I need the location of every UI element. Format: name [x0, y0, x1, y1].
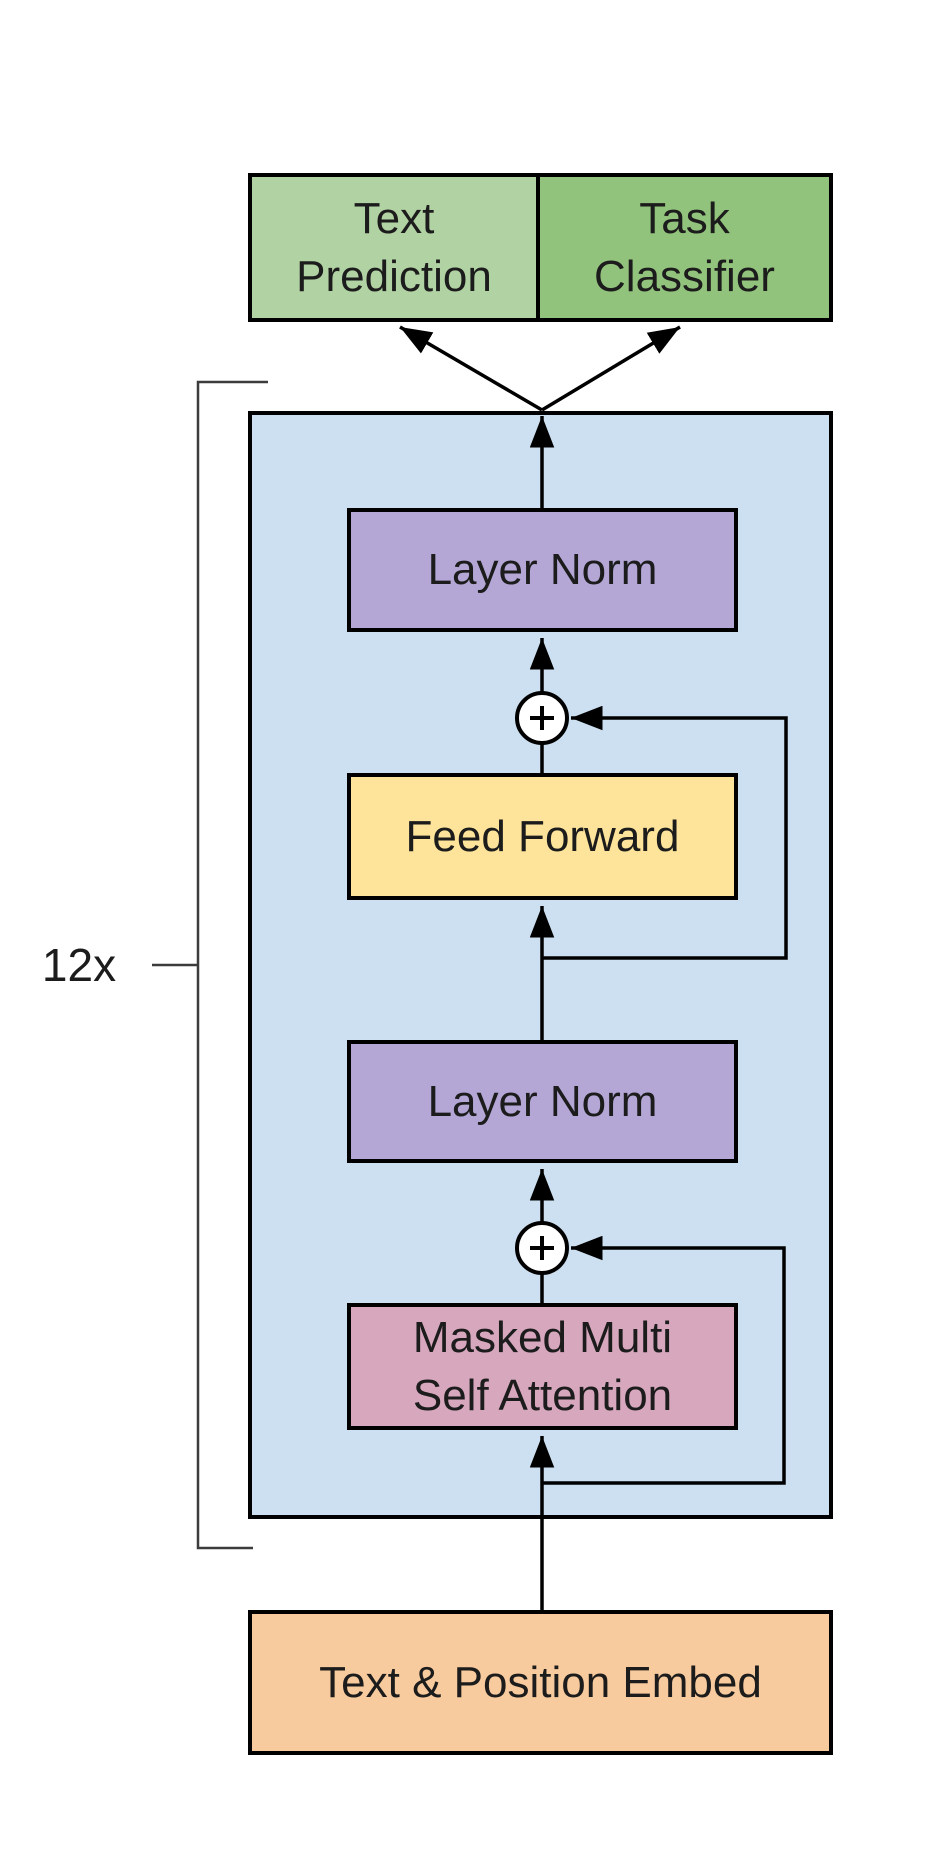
task-classifier-label: Task Classifier — [594, 194, 775, 301]
task-classifier-box: Task Classifier — [540, 173, 833, 322]
plus-glyph — [530, 1236, 554, 1260]
embed-box: Text & Position Embed — [248, 1610, 833, 1755]
arrow-to-task-classifier — [541, 325, 681, 412]
residual-connection-attention — [542, 1235, 786, 1485]
layer-norm-top-label: Layer Norm — [427, 545, 658, 595]
feed-forward-box: Feed Forward — [347, 773, 738, 900]
residual-connection-feedforward — [542, 705, 788, 960]
masked-attention-box: Masked Multi Self Attention — [347, 1303, 738, 1430]
embed-label: Text & Position Embed — [319, 1657, 762, 1707]
layer-norm-bottom-box: Layer Norm — [347, 1040, 738, 1163]
repeat-count-text: 12x — [41, 939, 117, 991]
plus-glyph — [530, 706, 554, 730]
masked-attention-label: Masked Multi Self Attention — [412, 1313, 673, 1420]
arrow-to-text-prediction — [399, 325, 543, 412]
layer-norm-bottom-label: Layer Norm — [427, 1076, 658, 1126]
text-prediction-label: Text Prediction — [296, 194, 492, 301]
repeat-count-label: 12x — [24, 936, 134, 994]
repeat-bracket — [196, 380, 268, 1550]
add-icon — [515, 691, 569, 745]
layer-norm-top-box: Layer Norm — [347, 508, 738, 632]
text-prediction-box: Text Prediction — [248, 173, 540, 322]
add-icon — [515, 1221, 569, 1275]
feed-forward-label: Feed Forward — [405, 811, 680, 861]
